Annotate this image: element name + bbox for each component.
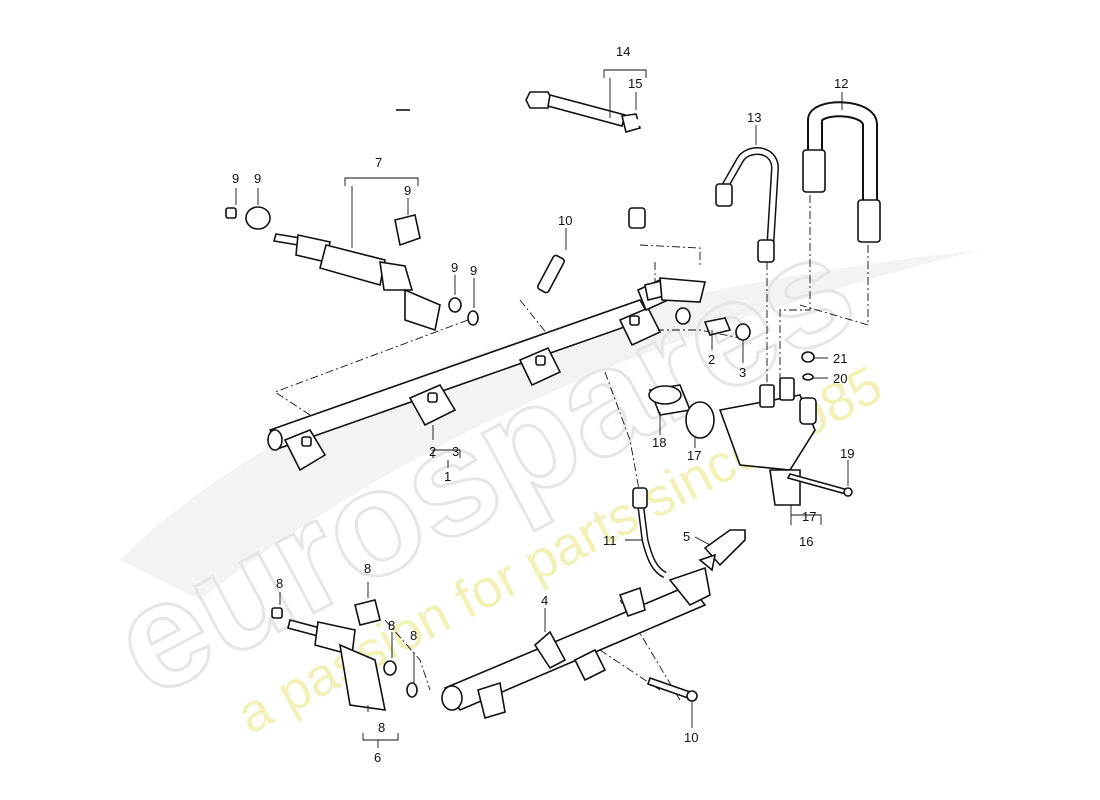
callout-6: 6 (374, 750, 381, 765)
callout-8-d: 8 (410, 628, 417, 643)
callout-7: 7 (375, 155, 382, 170)
callout-17-b: 17 (802, 509, 816, 524)
callout-8-c: 8 (388, 618, 395, 633)
high-pressure-line-13 (715, 147, 780, 263)
injector-upper (225, 109, 565, 332)
callout-8-b: 8 (364, 561, 371, 576)
callout-18: 18 (652, 435, 666, 450)
callout-4: 4 (541, 593, 548, 608)
callout-2-fitting: 2 (708, 352, 715, 367)
watermark-swoosh (120, 250, 980, 600)
return-hose-12 (802, 101, 881, 243)
high-pressure-pump (648, 351, 853, 506)
callout-2-rail: 2 (429, 444, 436, 459)
callout-21: 21 (833, 351, 847, 366)
fittings-2-3 (644, 277, 751, 341)
pressure-line-11 (632, 487, 667, 579)
callout-20: 20 (833, 371, 847, 386)
callout-9-c: 9 (404, 183, 411, 198)
upper-fuel-rail (267, 278, 670, 472)
callout-11: 11 (603, 533, 617, 548)
callout-10-top: 10 (558, 213, 572, 228)
callout-14: 14 (616, 44, 630, 59)
callout-9-b: 9 (254, 171, 261, 186)
callout-8-e: 8 (378, 720, 385, 735)
callout-10-bottom: 10 (684, 730, 698, 745)
injector-lower (271, 599, 418, 711)
callout-1: 1 (444, 469, 451, 484)
high-pressure-line-14 (525, 91, 689, 229)
callout-5: 5 (683, 529, 690, 544)
callout-16: 16 (799, 534, 813, 549)
callout-3-fitting: 3 (739, 365, 746, 380)
leader-lines (235, 69, 849, 748)
pressure-sensor-5 (698, 529, 746, 572)
callout-15: 15 (628, 76, 642, 91)
callout-labels: 14 15 12 13 7 9 9 9 10 9 9 2 3 21 20 18 … (232, 44, 854, 765)
callout-8-a: 8 (276, 576, 283, 591)
callout-3-rail: 3 (452, 444, 459, 459)
callout-19: 19 (840, 446, 854, 461)
callout-9-e: 9 (470, 263, 477, 278)
callout-13: 13 (747, 110, 761, 125)
callout-17-a: 17 (687, 448, 701, 463)
callout-12: 12 (834, 76, 848, 91)
callout-9-a: 9 (232, 171, 239, 186)
lower-fuel-rail (441, 566, 711, 720)
callout-9-d: 9 (451, 260, 458, 275)
